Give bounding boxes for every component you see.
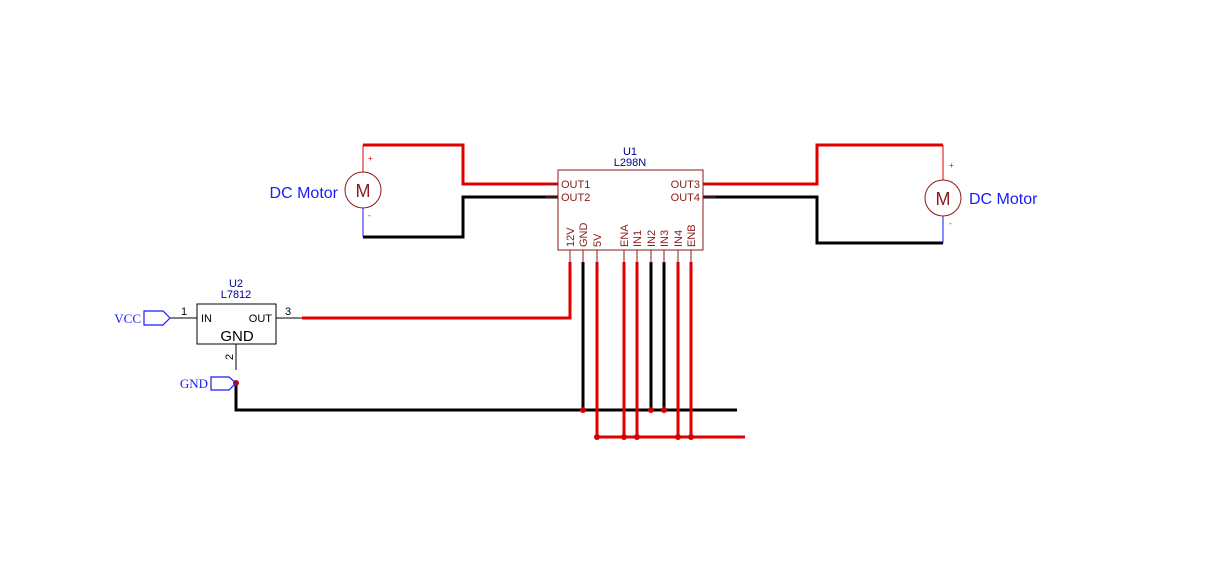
- u2-ref: U2: [229, 278, 243, 290]
- gnd-port[interactable]: GND: [180, 376, 237, 391]
- right-motor-label: DC Motor: [969, 191, 1038, 208]
- u1-pin-in1-label: IN1: [632, 230, 644, 247]
- left-motor-label: DC Motor: [270, 185, 339, 202]
- u2-pin-gnd-label: GND: [220, 328, 254, 345]
- left-dc-motor[interactable]: M + - DC Motor: [270, 145, 382, 237]
- right-motor-circle: [924, 179, 962, 217]
- u1-pin-5v-label: 5V: [592, 233, 604, 247]
- vcc-port[interactable]: VCC: [114, 310, 171, 326]
- u1-pin-out1-label: OUT1: [561, 179, 590, 191]
- u1-l298n-chip[interactable]: U1 L298N OUT1 OUT2 OUT3 OUT4 12V GND 5V: [545, 146, 716, 263]
- vcc-port-label: VCC: [114, 311, 141, 326]
- gnd-port-label: GND: [180, 376, 208, 391]
- u1-pin-ena-label: ENA: [619, 224, 631, 247]
- wire-right-motor-minus: [703, 195, 943, 245]
- wires: [234, 143, 943, 439]
- u1-pin-12v-label: 12V: [565, 227, 577, 247]
- right-dc-motor[interactable]: M + - DC Motor: [924, 145, 1038, 243]
- junction-dot: [688, 434, 694, 440]
- junction-dot: [634, 434, 640, 440]
- right-motor-symbol: M: [936, 189, 951, 209]
- u1-pin-out4-label: OUT4: [671, 192, 700, 204]
- junction-dot: [661, 407, 667, 413]
- junction-dot: [621, 434, 627, 440]
- right-motor-minus: -: [949, 219, 952, 228]
- wire-12v: [302, 262, 572, 320]
- u2-value: L7812: [221, 289, 252, 301]
- left-motor-symbol: M: [356, 181, 371, 201]
- u2-pin1-number: 1: [181, 306, 187, 318]
- left-motor-circle: [344, 171, 382, 209]
- u1-pin-out3-label: OUT3: [671, 179, 700, 191]
- junction-dot: [580, 407, 586, 413]
- u2-pin-in-label: IN: [201, 313, 212, 325]
- u1-pin-out2-label: OUT2: [561, 192, 590, 204]
- u2-pin2-number: 2: [224, 354, 236, 360]
- u2-pin3-number: 3: [285, 306, 291, 318]
- right-motor-plus: +: [949, 161, 954, 170]
- junction-dot: [648, 407, 654, 413]
- wire-right-motor-plus: [703, 143, 943, 186]
- vcc-port-flag: [143, 310, 171, 326]
- left-motor-plus: +: [368, 154, 373, 163]
- junctions: [233, 380, 694, 440]
- wire-left-motor-plus: [363, 143, 558, 186]
- wire-gnd-bus: [234, 383, 737, 412]
- u1-pin-in4-label: IN4: [673, 230, 685, 247]
- u2-l7812-regulator[interactable]: U2 L7812 1 IN 3 OUT 2 GND: [170, 278, 302, 370]
- gnd-port-flag: [210, 376, 237, 391]
- u1-pin-enb-label: ENB: [686, 224, 698, 247]
- u1-pin-in3-label: IN3: [659, 230, 671, 247]
- wire-left-motor-minus: [363, 195, 558, 239]
- u1-pin-gnd-label: GND: [578, 223, 590, 248]
- u1-value: L298N: [614, 157, 646, 169]
- left-motor-minus: -: [368, 211, 371, 220]
- junction-dot: [675, 434, 681, 440]
- u1-body: [557, 169, 704, 251]
- junction-dot: [594, 434, 600, 440]
- u1-pin-in2-label: IN2: [646, 230, 658, 247]
- u2-pin-out-label: OUT: [249, 313, 273, 325]
- u1-ref: U1: [623, 146, 637, 158]
